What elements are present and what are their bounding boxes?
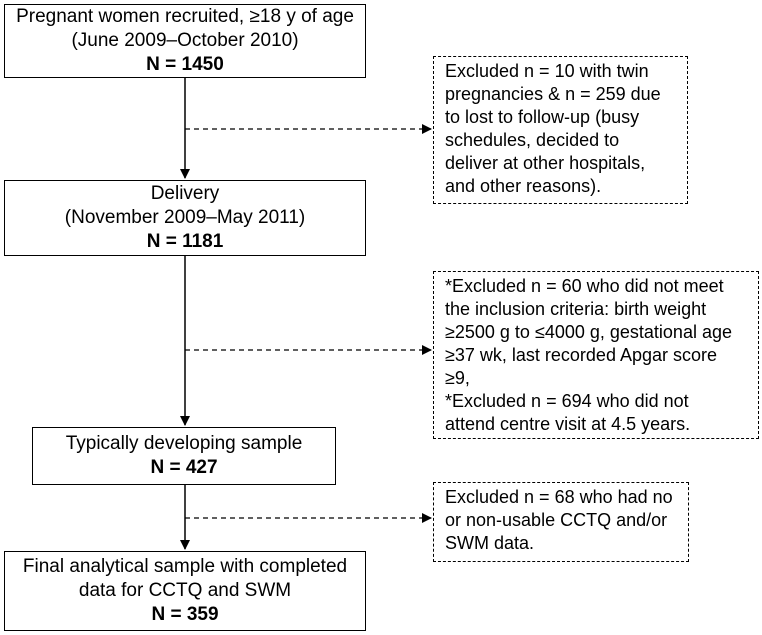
exclusion-1-line: schedules, decided to [445,130,620,150]
typical-line-1: Typically developing sample [65,433,303,454]
delivery-line-2: (November 2009–May 2011) [64,207,306,228]
exclusion-2-line: *Excluded n = 60 who did not meet [445,276,724,296]
recruited-box: Pregnant women recruited, ≥18 y of age (… [4,4,366,78]
typical-count: N = 427 [150,457,218,478]
exclusion-3-line: or non-usable CCTQ and/or [445,510,668,530]
final-box: Final analytical sample with completed d… [4,551,366,631]
exclusion-2-line: ≥2500 g to ≤4000 g, gestational age [445,322,732,342]
exclusion-1-line: and other reasons). [445,176,602,196]
exclusion-1-line: deliver at other hospitals, [445,153,646,173]
delivery-line-1: Delivery [150,183,220,204]
exclusion-box-1: Excluded n = 10 with twin pregnancies & … [433,56,688,204]
recruited-count: N = 1450 [146,54,224,75]
exclusion-2-line: attend centre visit at 4.5 years. [445,414,691,434]
final-count: N = 359 [151,604,219,625]
delivery-box: Delivery (November 2009–May 2011) N = 11… [4,180,366,256]
exclusion-1-line: to lost to follow-up (busy [445,107,640,127]
exclusion-1-line: Excluded n = 10 with twin [445,61,649,81]
exclusion-2-line: ≥37 wk, last recorded Apgar score [445,345,718,365]
exclusion-box-2: *Excluded n = 60 who did not meet the in… [433,271,759,439]
exclusion-2-line: the inclusion criteria: birth weight [445,299,707,319]
delivery-count: N = 1181 [146,231,224,252]
exclusion-1-line: pregnancies & n = 259 due [445,84,661,104]
typical-box: Typically developing sample N = 427 [32,427,336,485]
final-line-2: data for CCTQ and SWM [78,580,292,601]
exclusion-box-3: Excluded n = 68 who had no or non-usable… [433,482,689,562]
final-line-1: Final analytical sample with completed [22,556,348,577]
exclusion-3-line: SWM data. [445,533,535,553]
recruited-line-2: (June 2009–October 2010) [71,30,299,51]
exclusion-2-line: *Excluded n = 694 who did not [445,391,689,411]
exclusion-2-line: ≥9, [445,368,470,388]
exclusion-3-line: Excluded n = 68 who had no [445,487,673,507]
recruited-line-1: Pregnant women recruited, ≥18 y of age [16,6,354,27]
